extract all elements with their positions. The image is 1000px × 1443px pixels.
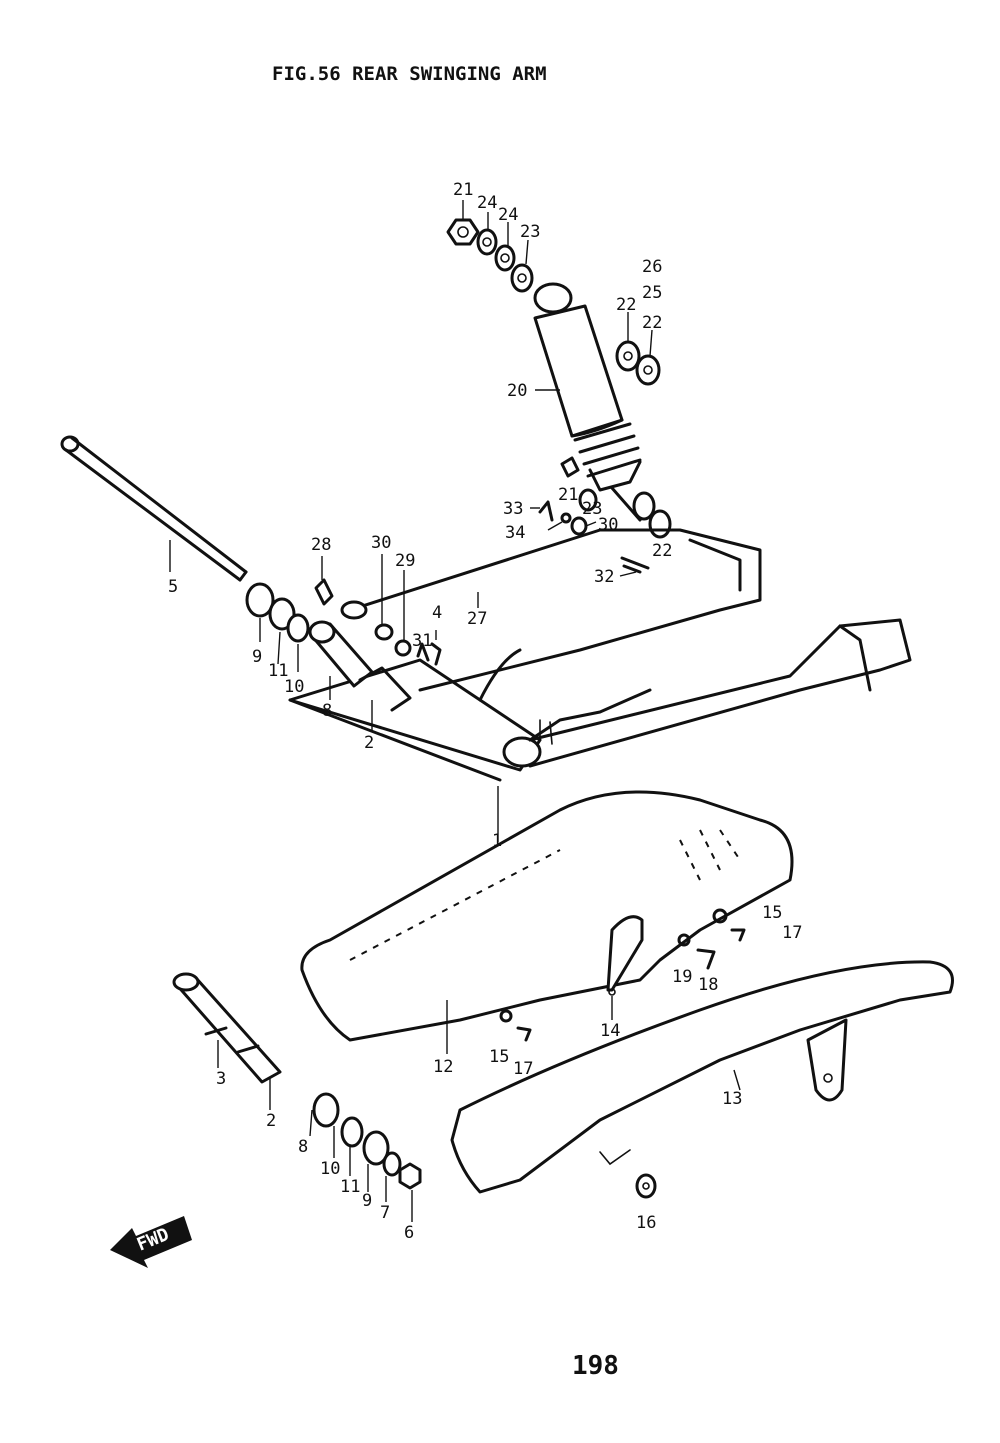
callout-8-right: 8 (298, 1137, 308, 1157)
callout-15-left: 15 (489, 1047, 509, 1067)
callout-33: 33 (503, 499, 523, 519)
callout-30-mid: 30 (598, 515, 618, 535)
callout-19: 19 (672, 967, 692, 987)
callout-7: 7 (380, 1203, 390, 1223)
callout-13: 13 (722, 1089, 742, 1109)
callout-18: 18 (698, 975, 718, 995)
callout-6: 6 (404, 1223, 414, 1243)
callout-15-right: 15 (762, 903, 782, 923)
callout-1: 1 (492, 831, 502, 851)
callout-12: 12 (433, 1057, 453, 1077)
forward-arrow-icon: FWD (110, 1216, 192, 1268)
callout-29: 29 (395, 551, 415, 571)
callout-17-right: 17 (782, 923, 802, 943)
callout-30-left: 30 (371, 533, 391, 553)
callout-31: 31 (412, 631, 432, 651)
right-pivot-parts (172, 972, 657, 1199)
upper-shock-hardware (446, 218, 534, 293)
callout-4: 4 (432, 603, 442, 623)
callout-22-b: 22 (642, 313, 662, 333)
callout-28: 28 (311, 535, 331, 555)
callout-32: 32 (594, 567, 614, 587)
callout-23-top: 23 (520, 222, 540, 242)
callout-22-a: 22 (616, 295, 636, 315)
callout-2-right: 2 (266, 1111, 276, 1131)
chain-case-fasteners (499, 908, 746, 1042)
callout-2-left: 2 (364, 733, 374, 753)
swinging-arm (288, 528, 912, 782)
callout-14: 14 (600, 1021, 620, 1041)
callout-23-mid: 23 (582, 499, 602, 519)
callout-27: 27 (467, 609, 487, 629)
leader-lines (169, 200, 741, 1222)
callout-labels: 21 24 24 23 26 25 22 22 20 21 23 33 34 3… (168, 180, 802, 1243)
callout-5: 5 (168, 577, 178, 597)
callout-22-mid: 22 (652, 541, 672, 561)
page-number: 198 (572, 1351, 619, 1381)
callout-26: 26 (642, 257, 662, 277)
callout-10-right: 10 (320, 1159, 340, 1179)
figure-title: FIG.56 REAR SWINGING ARM (272, 63, 547, 85)
callout-11-left: 11 (268, 661, 288, 681)
left-pivot-bushings (245, 578, 442, 712)
chain-case-inner (300, 790, 794, 1042)
shock-washers (615, 340, 661, 386)
callout-17-left: 17 (513, 1059, 533, 1079)
rear-shock-absorber (533, 282, 656, 522)
callout-34: 34 (505, 523, 525, 543)
callout-3: 3 (216, 1069, 226, 1089)
callout-10-left: 10 (284, 677, 304, 697)
callout-9-left: 9 (252, 647, 262, 667)
callout-24-b: 24 (498, 205, 518, 225)
pivot-shaft (60, 435, 248, 582)
callout-11-right: 11 (340, 1177, 360, 1197)
callout-9-right: 9 (362, 1191, 372, 1211)
callout-16: 16 (636, 1213, 656, 1233)
callout-8-left: 8 (322, 701, 332, 721)
callout-25: 25 (642, 283, 662, 303)
callout-21-mid: 21 (558, 485, 578, 505)
callout-21-top: 21 (453, 180, 473, 200)
chain-case-outer (450, 960, 954, 1194)
callout-24-a: 24 (477, 193, 497, 213)
callout-20: 20 (507, 381, 527, 401)
